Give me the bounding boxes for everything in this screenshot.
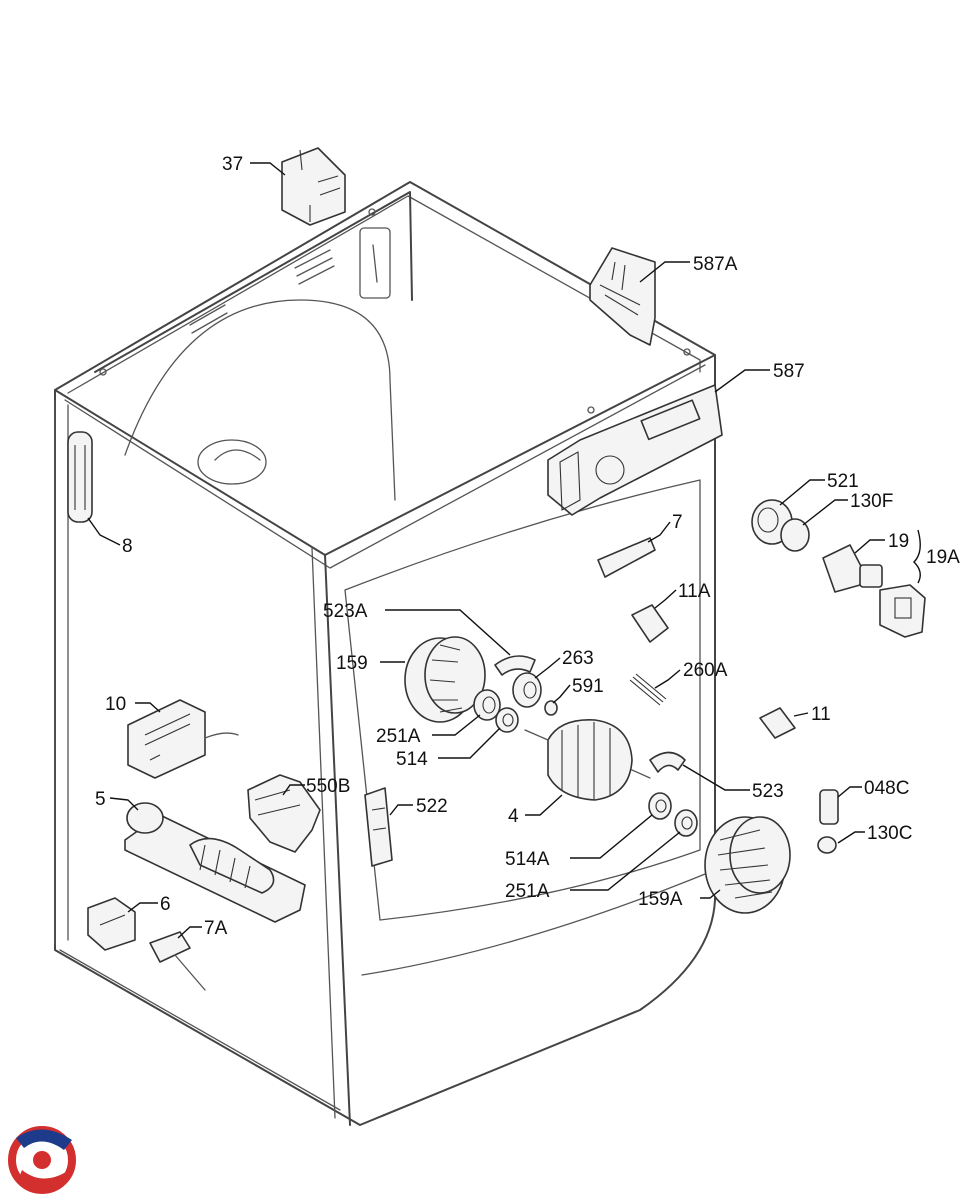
callout-11: 11 bbox=[811, 704, 831, 725]
callout-521: 521 bbox=[827, 471, 859, 492]
callout-048C: 048C bbox=[864, 778, 909, 799]
part-263-pulley bbox=[512, 672, 542, 708]
part-522-module bbox=[364, 787, 393, 867]
brand-logo bbox=[8, 1126, 76, 1194]
part-11A-capacitor bbox=[631, 604, 669, 643]
part-8-tube bbox=[67, 431, 93, 523]
callout-19A: 19A bbox=[926, 547, 960, 568]
callout-4: 4 bbox=[508, 806, 519, 827]
callout-7A: 7A bbox=[204, 918, 228, 939]
callout-522: 522 bbox=[416, 796, 448, 817]
part-37-block bbox=[281, 147, 346, 226]
callout-10: 10 bbox=[105, 694, 126, 715]
part-10-block bbox=[127, 699, 239, 779]
part-7A-microswitch bbox=[149, 931, 206, 991]
callout-37: 37 bbox=[222, 154, 243, 175]
logo-blue-swoosh bbox=[16, 1129, 72, 1150]
callout-159A: 159A bbox=[638, 889, 683, 910]
callout-130F: 130F bbox=[850, 491, 893, 512]
part-514-ring bbox=[495, 707, 519, 733]
dryer-cabinet bbox=[54, 181, 716, 1126]
part-523A-bracket bbox=[494, 655, 536, 676]
part-130F-gasket bbox=[780, 518, 810, 552]
callout-263: 263 bbox=[562, 648, 594, 669]
callout-591: 591 bbox=[572, 676, 604, 697]
callout-523: 523 bbox=[752, 781, 784, 802]
callout-523A: 523A bbox=[323, 601, 368, 622]
part-550B-duct bbox=[247, 774, 321, 853]
part-523-bracket bbox=[649, 751, 686, 773]
callout-550B: 550B bbox=[306, 776, 350, 797]
callout-8: 8 bbox=[122, 536, 133, 557]
part-130C-cap bbox=[817, 836, 837, 854]
callout-130C: 130C bbox=[867, 823, 912, 844]
part-11-cylinder bbox=[759, 707, 796, 739]
part-4-motor bbox=[524, 719, 651, 801]
part-587A-board bbox=[589, 247, 656, 346]
part-048C-pin bbox=[819, 789, 839, 825]
part-19-sensor bbox=[822, 544, 883, 593]
logo-red-swoosh bbox=[18, 1170, 66, 1189]
part-7-switch bbox=[597, 537, 656, 578]
part-6-box bbox=[87, 897, 136, 951]
part-514A-ring bbox=[648, 792, 672, 820]
callout-7: 7 bbox=[672, 512, 683, 533]
callout-6: 6 bbox=[160, 894, 171, 915]
callout-514A: 514A bbox=[505, 849, 550, 870]
part-251A-lower-bearing bbox=[674, 809, 698, 837]
part-260A-spring bbox=[629, 673, 667, 706]
callout-587: 587 bbox=[773, 361, 805, 382]
leader-lines bbox=[87, 162, 921, 939]
callout-514-upper: 514 bbox=[396, 749, 428, 770]
part-591-washer bbox=[544, 700, 558, 716]
part-5-heater-assembly bbox=[124, 802, 306, 923]
callout-159: 159 bbox=[336, 653, 368, 674]
part-159A-fan bbox=[704, 816, 791, 914]
callout-251A-lower: 251A bbox=[505, 881, 550, 902]
callout-587A: 587A bbox=[693, 254, 738, 275]
part-159-pulley bbox=[404, 636, 486, 723]
part-251A-bearing bbox=[473, 689, 501, 721]
part-587-control-panel bbox=[547, 384, 723, 516]
callout-19: 19 bbox=[888, 531, 909, 552]
callout-5: 5 bbox=[95, 789, 106, 810]
callout-11A: 11A bbox=[678, 581, 711, 602]
logo-center-dot bbox=[33, 1151, 51, 1169]
callout-260A: 260A bbox=[683, 660, 728, 681]
callout-labels: 37 587A 587 521 130F 19 19A 8 7 11A 523A… bbox=[95, 154, 960, 939]
part-19A-housing bbox=[879, 584, 926, 638]
callout-251A-upper: 251A bbox=[376, 726, 421, 747]
